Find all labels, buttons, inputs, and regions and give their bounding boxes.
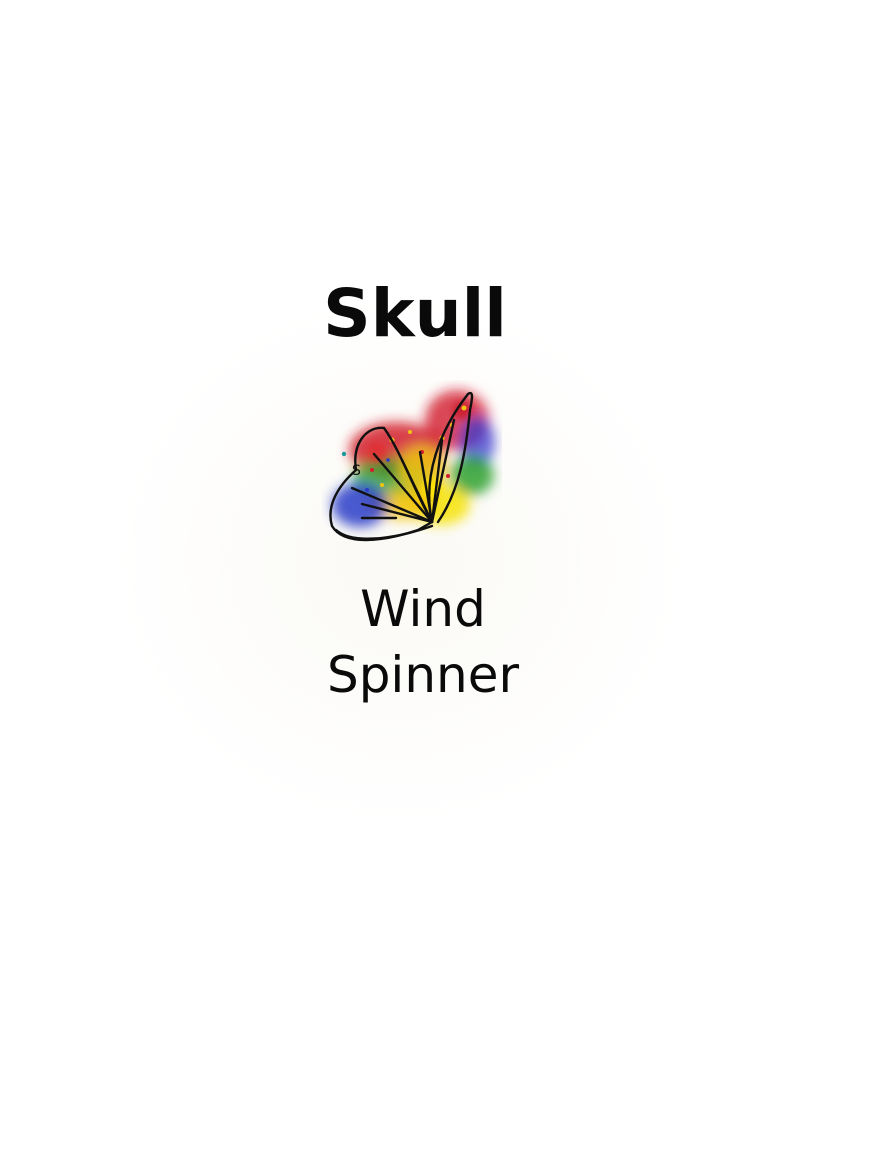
subtitle-line-2: Spinner [326, 646, 520, 704]
svg-text:S: S [352, 463, 361, 479]
butterfly-wing-icon: S [322, 380, 502, 555]
background-glow [120, 300, 680, 820]
page-title: Skull [323, 275, 507, 352]
subtitle-line-1: Wind [360, 580, 486, 638]
